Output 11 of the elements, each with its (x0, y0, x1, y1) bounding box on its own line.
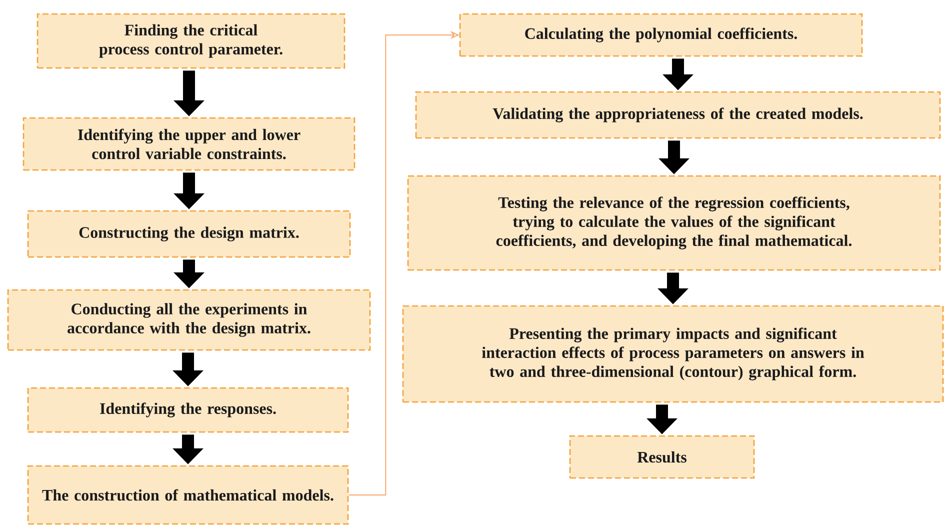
process-box: Presenting the primary impacts and significant interaction effects of process parameters on answers in two and three-dimensional (contour) graphical form. (402, 305, 944, 403)
process-box: Calculating the polynomial coefficients. (459, 13, 863, 57)
process-box: Identifying the upper and lower control variable constraints. (22, 117, 356, 171)
process-box: Validating the appropriateness of the created models. (415, 91, 941, 139)
process-box: Testing the relevance of the regression coefficients, trying to calculate the values of the significant coefficients, and developing the final mathematical. (407, 175, 941, 271)
process-box: Identifying the responses. (27, 387, 349, 433)
process-box: Results (569, 435, 755, 479)
process-box: Constructing the design matrix. (27, 210, 351, 258)
process-box: Conducting all the experiments in accordance with the design matrix. (7, 289, 371, 351)
process-box: The construction of mathematical models. (27, 465, 349, 525)
process-box: Finding the critical process control parameter. (36, 13, 346, 69)
